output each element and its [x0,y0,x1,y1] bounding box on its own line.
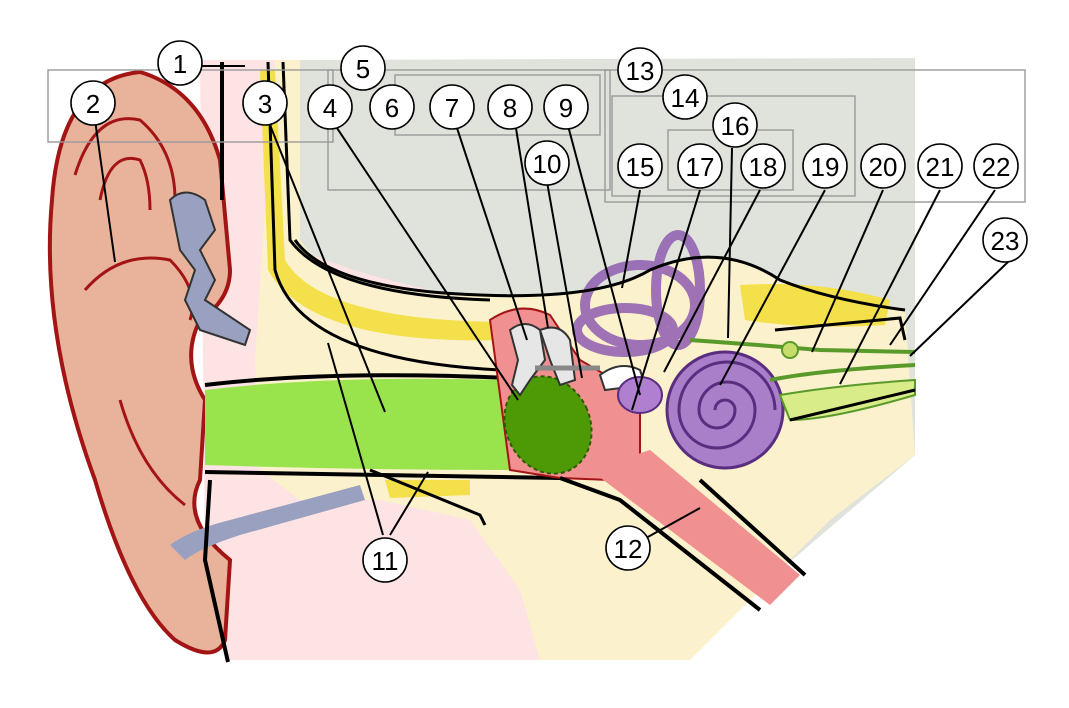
callout-8: 8 [487,84,533,130]
callout-4-label: 4 [323,93,337,123]
bone-band-right [740,284,890,327]
ganglion [781,341,799,359]
callout-14: 14 [662,74,708,120]
callout-9-label: 9 [559,93,573,123]
callout-20: 20 [860,143,906,189]
callout-4: 4 [307,84,353,130]
callout-3: 3 [242,80,288,126]
bone-outline [266,61,501,372]
callout-7-label: 7 [445,93,459,123]
pinna-fold-4 [118,399,186,507]
callout-19-label: 19 [811,152,840,182]
callout-23-label: 23 [991,226,1020,256]
callout-1-label: 1 [173,49,187,79]
tympanic-membrane [503,375,593,475]
vestibular-nerve [689,338,916,354]
callout-15-label: 15 [626,152,655,182]
callout-10: 10 [524,140,570,186]
callout-15: 15 [617,143,663,189]
petrous-bone [255,60,915,660]
facial-nerve [778,378,916,422]
callout-11-label: 11 [372,546,399,576]
callout-20-label: 20 [869,152,898,182]
head-outline-lower [202,479,230,663]
bone-outline-lower [369,468,487,526]
callout-12-label: 12 [614,534,643,564]
malleus [508,323,547,397]
callout-22: 22 [973,143,1019,189]
incus [538,326,577,387]
callout-6-label: 6 [385,93,399,123]
callout-5-label: 5 [356,54,370,84]
group-box-middle-ear [327,69,611,191]
auricular-cartilage [168,191,252,347]
callout-19: 19 [802,143,848,189]
callout-21-label: 21 [926,152,955,182]
callout-14-label: 14 [671,83,700,113]
skull-lower-outline [789,388,916,422]
callout-2-label: 2 [86,89,100,119]
internal-canal-outline [774,316,907,341]
callout-22-label: 22 [982,152,1011,182]
callout-2: 2 [70,80,116,126]
canal-outline-top [204,373,511,387]
eustachian-tube [590,450,800,605]
external-auditory-canal [205,378,515,470]
callout-1: 1 [157,40,203,86]
callout-8-label: 8 [503,93,517,123]
callout-21: 21 [917,143,963,189]
pinna-fold-1 [73,117,177,201]
callout-3-label: 3 [258,89,272,119]
callout-18: 18 [740,143,786,189]
callout-16-label: 16 [721,111,750,141]
tube-outline-1 [559,476,762,612]
canal-outline-bottom [204,470,561,480]
cochlea [665,350,785,470]
callout-13: 13 [617,47,663,93]
callout-17: 17 [677,143,723,189]
group-box-inner-ear [604,69,1026,203]
callout-18-label: 18 [749,152,778,182]
canal-cartilage-lower [170,485,365,560]
callout-13-label: 13 [626,56,655,86]
callout-23: 23 [982,217,1028,263]
pinna-fold-2 [98,157,152,211]
callout-10-label: 10 [533,149,562,179]
leader-lines [94,65,1009,549]
callout-6: 6 [369,84,415,130]
callout-17-label: 17 [686,152,715,182]
callout-9: 9 [543,84,589,130]
callout-16: 16 [712,102,758,148]
group-box-vestibular [611,95,856,197]
callout-12: 12 [605,525,651,571]
cochlear-nerve [769,363,916,382]
callout-7: 7 [429,84,475,130]
callout-5: 5 [340,45,386,91]
skull-inner-outline [293,239,906,312]
callout-11: 11 [362,537,408,583]
tube-outline-2 [698,478,807,577]
